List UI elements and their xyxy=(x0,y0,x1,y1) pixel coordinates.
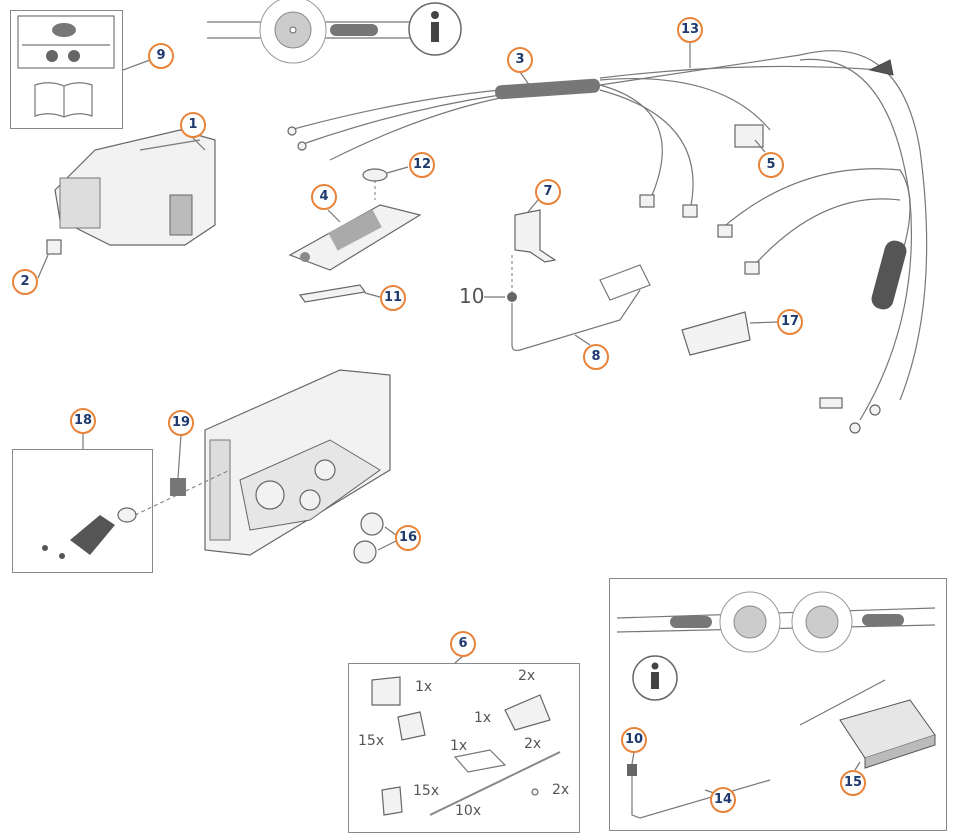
info-icon-2 xyxy=(632,655,678,701)
callout-1: 1 xyxy=(180,112,206,138)
callout-3: 3 xyxy=(507,47,533,73)
wheel-sensor-icon xyxy=(207,0,420,64)
control-unit xyxy=(54,129,216,246)
callout-10: 10 xyxy=(621,727,647,753)
kit-quantity-label: 2x xyxy=(552,782,570,798)
kit-box-6 xyxy=(348,663,580,833)
callout-2: 2 xyxy=(12,269,38,295)
manual-box xyxy=(10,10,123,129)
remote-control xyxy=(288,204,422,271)
screw-part xyxy=(362,168,388,182)
callout-9: 9 xyxy=(148,43,174,69)
kit-quantity-label: 2x xyxy=(518,668,536,684)
kit-quantity-label: 1x xyxy=(415,679,433,695)
callout-18: 18 xyxy=(70,408,96,434)
kit-quantity-label: 1x xyxy=(474,710,492,726)
callout-11: 11 xyxy=(380,285,406,311)
manual-icon xyxy=(17,15,115,118)
info-icon xyxy=(408,2,462,56)
kit-contents xyxy=(371,676,561,816)
callout-17: 17 xyxy=(777,309,803,335)
connector-part xyxy=(70,515,115,555)
mover-drive-unit xyxy=(204,369,391,556)
callout-12: 12 xyxy=(409,152,435,178)
kit-quantity-label: 15x xyxy=(413,783,440,799)
callout-4: 4 xyxy=(311,184,337,210)
label-17 xyxy=(681,311,751,356)
callout-6: 6 xyxy=(450,631,476,657)
kit-quantity-label: 1x xyxy=(450,738,468,754)
cover-cap xyxy=(353,540,377,564)
callout-7: 7 xyxy=(535,179,561,205)
callout-13: 13 xyxy=(677,17,703,43)
part-label-10: 10 xyxy=(459,284,485,308)
kit-quantity-label: 15x xyxy=(358,733,385,749)
bracket-part xyxy=(514,209,557,263)
callout-14: 14 xyxy=(710,787,736,813)
detail-box-18 xyxy=(12,449,153,573)
cover-cap xyxy=(360,512,384,536)
callout-8: 8 xyxy=(583,344,609,370)
callout-5: 5 xyxy=(758,152,784,178)
cap-part xyxy=(46,239,62,255)
kit-quantity-label: 2x xyxy=(524,736,542,752)
option-box-14-15 xyxy=(609,578,947,831)
kit-quantity-label: 10x xyxy=(455,803,482,819)
callout-16: 16 xyxy=(395,525,421,551)
callout-15: 15 xyxy=(840,770,866,796)
holder-part xyxy=(298,284,367,303)
callout-19: 19 xyxy=(168,410,194,436)
